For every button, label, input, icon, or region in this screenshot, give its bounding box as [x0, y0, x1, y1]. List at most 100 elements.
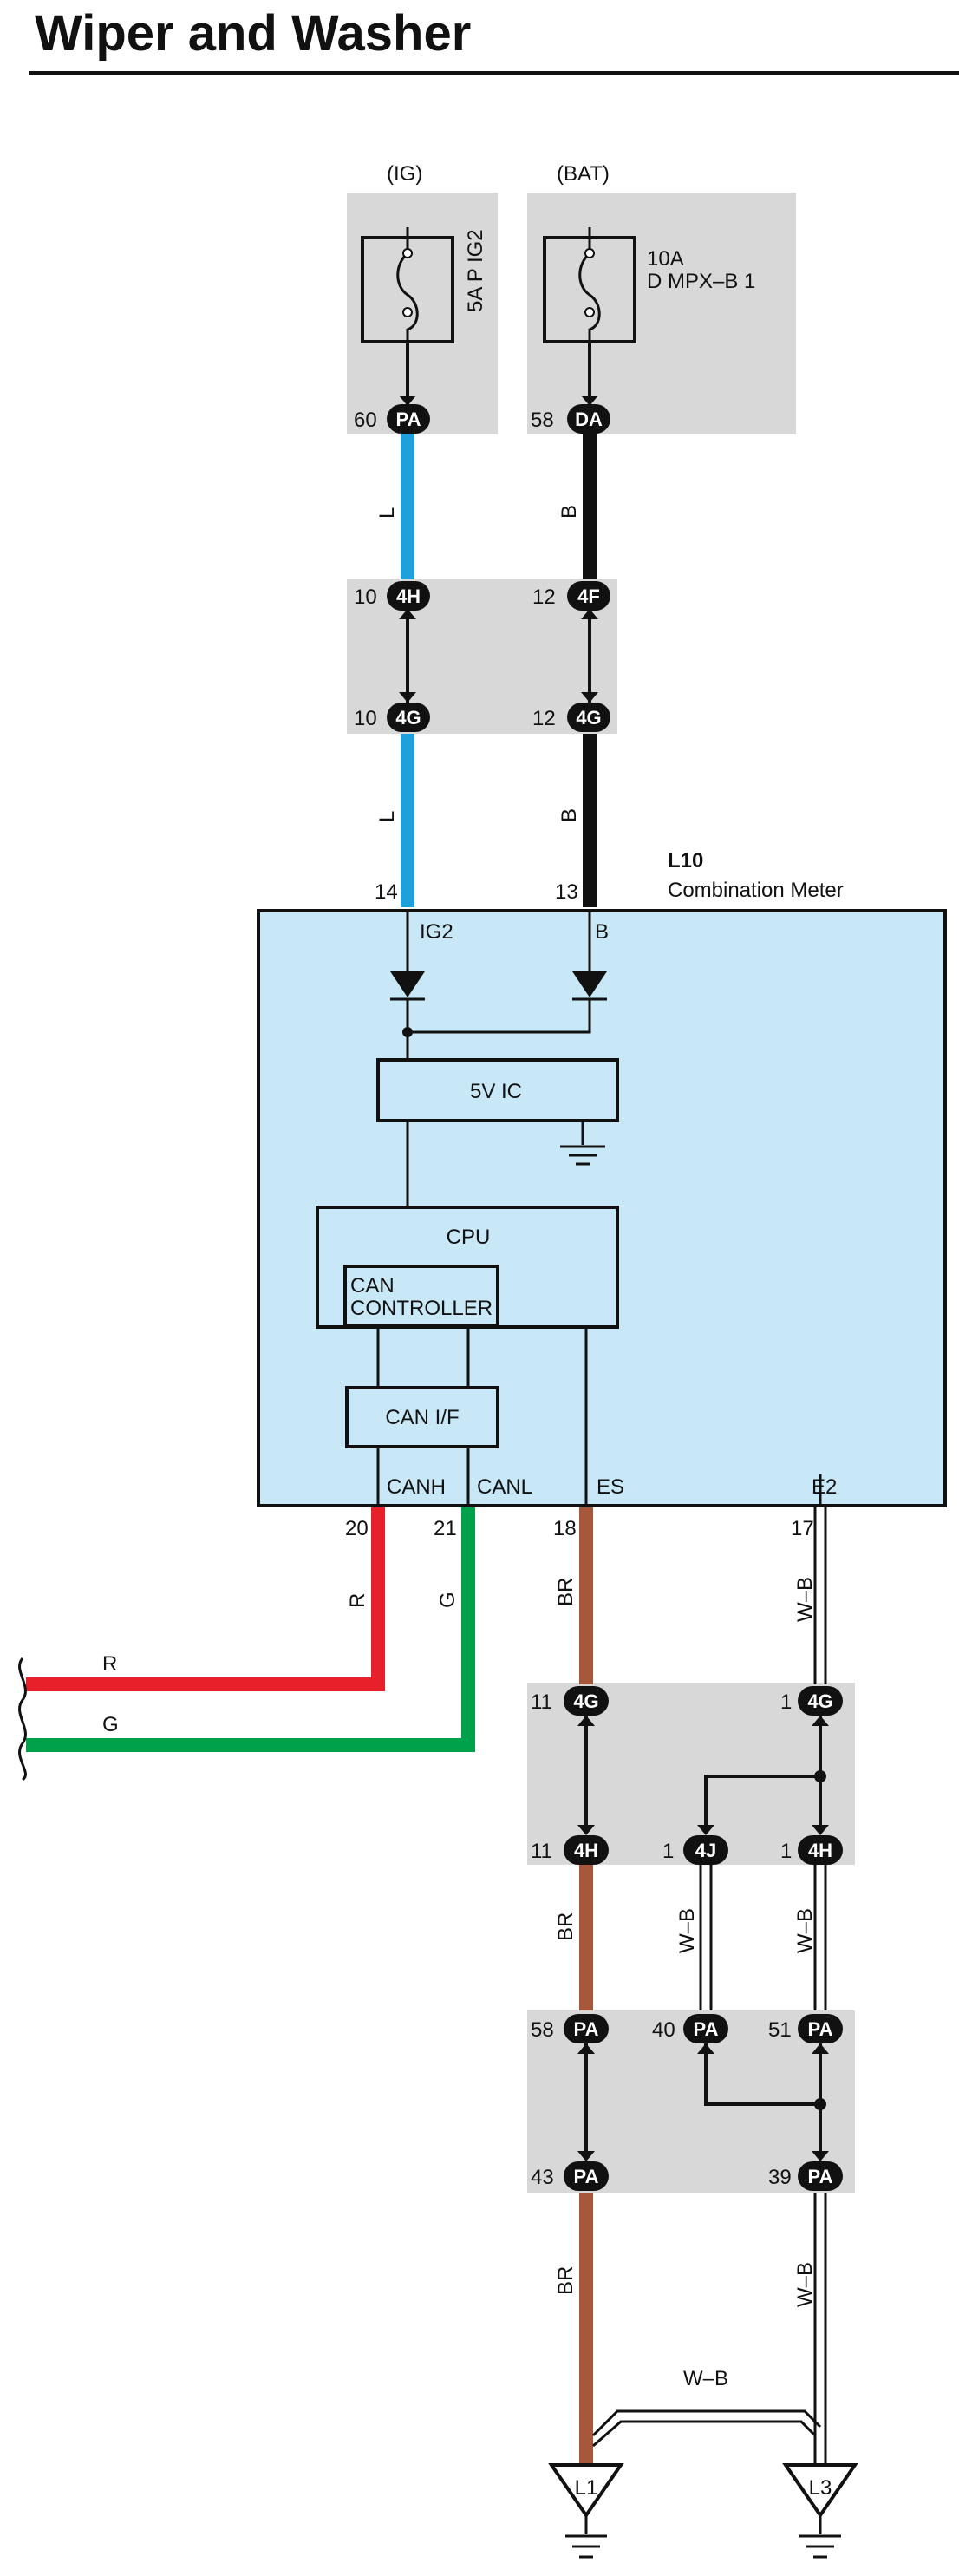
diagram-title: Wiper and Washer: [35, 5, 471, 62]
svg-text:4H: 4H: [808, 1840, 832, 1861]
wire-label-wb-5: W–B: [683, 2367, 728, 2390]
bat-fuse-name: D MPX–B 1: [647, 270, 755, 293]
svg-text:PA: PA: [574, 2018, 599, 2040]
connector-4h-1: 4H: [798, 1835, 843, 1865]
pin-meter-14: 14: [375, 880, 398, 904]
wire-break-icon: [18, 1657, 27, 1782]
connector-pa-60: PA: [387, 404, 430, 434]
ig-fuse-element: [396, 227, 419, 354]
connector-4h-10: 4H: [387, 581, 430, 611]
meter-name: Combination Meter: [668, 879, 844, 902]
junction-arrows: [399, 396, 829, 2161]
connector-pa-58: PA: [564, 2014, 609, 2043]
connector-pa-39: PA: [798, 2161, 843, 2191]
wire-canh-red: [26, 1507, 385, 1691]
bat-fuse-element: [578, 227, 601, 354]
pin-4j-1: 1: [662, 1840, 674, 1863]
pin-18: 18: [553, 1517, 577, 1540]
bat-fuse-box: [527, 193, 796, 434]
wire-label-b-1: B: [558, 505, 581, 519]
pin-pa-43: 43: [531, 2166, 554, 2189]
connector-4g-12: 4G: [567, 703, 610, 732]
pin-meter-13: 13: [555, 880, 578, 904]
wire-label-br-2: BR: [554, 1912, 577, 1941]
wire-label-r: R: [346, 1593, 369, 1608]
svg-text:4F: 4F: [577, 585, 600, 607]
can-controller-line2: CONTROLLER: [350, 1297, 493, 1320]
cpu-label: CPU: [447, 1226, 491, 1249]
pin-4h-11: 11: [531, 1840, 552, 1863]
diode-ig2-icon: [390, 971, 425, 997]
svg-text:4G: 4G: [576, 707, 601, 729]
meter-id: L10: [668, 849, 703, 873]
connector-pa-40: PA: [683, 2014, 728, 2043]
pin-21: 21: [434, 1517, 457, 1540]
connector-4j-1: 4J: [683, 1835, 728, 1865]
connector-4g-11: 4G: [564, 1686, 609, 1716]
pin-4h-1: 1: [780, 1840, 792, 1863]
svg-text:4G: 4G: [573, 1690, 598, 1712]
ic-5v-label: 5V IC: [470, 1080, 522, 1103]
connector-4g-1: 4G: [798, 1686, 843, 1716]
wire-label-wb-3: W–B: [793, 1908, 817, 1953]
pin-4g-10: 10: [354, 707, 377, 730]
svg-text:PA: PA: [574, 2166, 599, 2187]
can-if-block: [345, 1386, 499, 1448]
pin-4g-1: 1: [780, 1690, 792, 1714]
wire-label-r-horiz: R: [102, 1652, 117, 1676]
wire-label-br-3: BR: [554, 2266, 577, 2295]
bat-source-label: (BAT): [557, 162, 610, 186]
wire-label-g-horiz: G: [102, 1713, 119, 1736]
terminal-es: ES: [597, 1475, 624, 1499]
pin-4f-12: 12: [532, 585, 556, 609]
svg-text:4H: 4H: [396, 585, 421, 607]
ig-source-label: (IG): [387, 162, 422, 186]
can-if-label: CAN I/F: [385, 1406, 459, 1429]
can-controller-line1: CAN: [350, 1274, 395, 1298]
svg-text:PA: PA: [694, 2018, 719, 2040]
wire-label-l-2: L: [375, 811, 399, 822]
connector-da-58: DA: [567, 404, 610, 434]
pin-ig: 60: [354, 409, 377, 432]
pin-pa-58: 58: [531, 2018, 554, 2042]
svg-text:4J: 4J: [695, 1840, 716, 1861]
pin-pa-39: 39: [768, 2166, 792, 2189]
wire-canl-green: [26, 1507, 475, 1752]
wire-label-g: G: [436, 1592, 460, 1608]
connector-code: PA: [396, 409, 421, 430]
svg-text:PA: PA: [808, 2018, 833, 2040]
ground-l1-label: L1: [575, 2476, 598, 2500]
pin-4g-12: 12: [532, 707, 556, 730]
ic-5v-block: [376, 1058, 619, 1122]
wire-label-b-2: B: [558, 808, 581, 822]
connector-4g-10: 4G: [387, 703, 430, 732]
can-controller-block: [343, 1265, 499, 1327]
terminal-canl: CANL: [477, 1475, 532, 1499]
pin-pa-40: 40: [652, 2018, 675, 2042]
connector-pa-43: PA: [564, 2161, 609, 2191]
pin-bat: 58: [531, 409, 554, 432]
ground-point-l3: L3: [782, 2463, 858, 2559]
pin-20: 20: [345, 1517, 369, 1540]
ig-fuse-label: 5A P IG2: [464, 229, 487, 312]
connector-pa-51: PA: [798, 2014, 843, 2043]
label-ig2: IG2: [420, 920, 453, 944]
wire-label-br-1: BR: [554, 1578, 577, 1606]
svg-text:4G: 4G: [807, 1690, 832, 1712]
ground-point-l1: L1: [548, 2463, 624, 2559]
connector-code: DA: [575, 409, 603, 430]
svg-text:PA: PA: [808, 2166, 833, 2187]
wire-label-l-1: L: [375, 507, 399, 519]
svg-text:4H: 4H: [574, 1840, 598, 1861]
svg-text:4G: 4G: [395, 707, 421, 729]
connector-4h-11: 4H: [564, 1835, 609, 1865]
wire-label-wb-2: W–B: [675, 1908, 699, 1953]
pin-4g-11: 11: [531, 1690, 552, 1714]
ig-fuse-box: [347, 193, 498, 434]
terminal-e2: E2: [812, 1475, 837, 1499]
pin-pa-51: 51: [768, 2018, 792, 2042]
label-b: B: [595, 920, 609, 944]
pin-4h-10: 10: [354, 585, 377, 609]
pin-17: 17: [791, 1517, 814, 1540]
